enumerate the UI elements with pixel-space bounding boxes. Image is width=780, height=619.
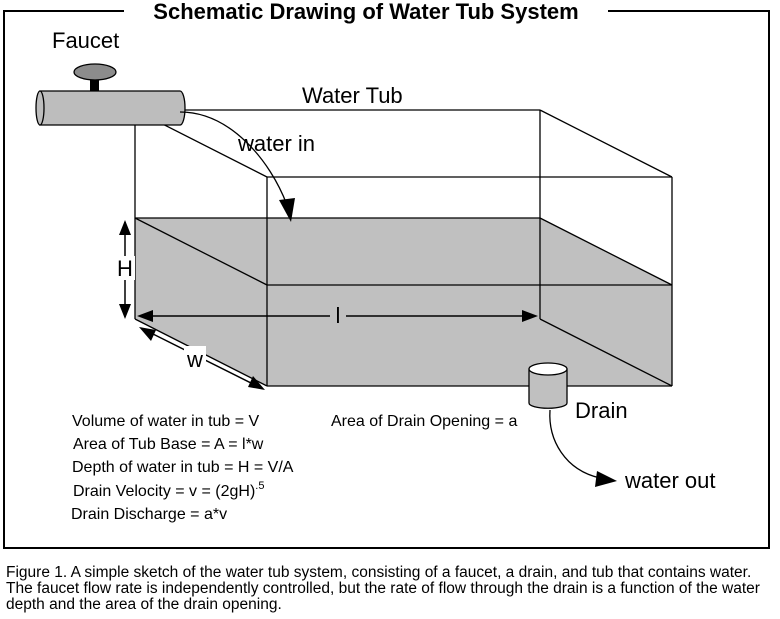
faucet-pipe-end bbox=[35, 90, 45, 126]
faucet-stem bbox=[90, 80, 99, 94]
drain-area-equation: Area of Drain Opening = a bbox=[331, 413, 517, 430]
height-label-background bbox=[115, 256, 135, 280]
water-left-face bbox=[135, 218, 267, 386]
faucet-icon bbox=[35, 63, 186, 126]
diagram-title: Schematic Drawing of Water Tub System bbox=[153, 0, 578, 24]
area-base-equation: Area of Tub Base = A = l*w bbox=[73, 436, 264, 453]
volume-equation: Volume of water in tub = V bbox=[72, 413, 260, 430]
height-arrow-up bbox=[119, 220, 131, 235]
height-arrow-down bbox=[119, 304, 131, 319]
width-arrow-end bbox=[248, 376, 265, 390]
water-out-arrowhead bbox=[595, 471, 617, 487]
water-in-label: water in bbox=[237, 131, 315, 156]
title-background bbox=[124, 0, 608, 22]
width-label-background bbox=[184, 346, 206, 370]
figure-caption: Figure 1. A simple sketch of the water t… bbox=[6, 564, 760, 613]
length-label: l bbox=[336, 303, 341, 328]
depth-equation: Depth of water in tub = H = V/A bbox=[72, 459, 294, 476]
water-in-arrowhead bbox=[279, 198, 295, 222]
length-arrow-right bbox=[522, 310, 538, 322]
faucet-knob bbox=[73, 63, 117, 81]
drain-label: Drain bbox=[575, 398, 628, 423]
drain-cylinder bbox=[528, 368, 568, 409]
drain-icon bbox=[528, 362, 568, 409]
height-label: H bbox=[117, 256, 133, 281]
length-arrow-left bbox=[137, 310, 153, 322]
water-out-label: water out bbox=[624, 468, 716, 493]
schematic-diagram: Schematic Drawing of Water Tub System Fa… bbox=[3, 0, 770, 549]
drain-discharge-equation: Drain Discharge = a*v bbox=[71, 506, 227, 523]
length-label-background bbox=[330, 303, 346, 327]
water-surface bbox=[135, 218, 672, 285]
water-front-face bbox=[267, 285, 672, 386]
drain-velocity-main: Drain Velocity = v = (2gH) bbox=[73, 483, 255, 500]
water-in-arrow bbox=[179, 111, 288, 206]
drain-opening bbox=[528, 362, 568, 376]
faucet-pipe bbox=[39, 90, 186, 126]
faucet-label: Faucet bbox=[52, 28, 119, 53]
width-arrow-start bbox=[139, 327, 156, 341]
drain-velocity-equation: Drain Velocity = v = (2gH).5 bbox=[73, 480, 264, 500]
water-tub-label: Water Tub bbox=[302, 83, 403, 108]
drain-velocity-exponent: .5 bbox=[255, 480, 264, 492]
width-label: w bbox=[186, 347, 203, 372]
water-out-arrow bbox=[549, 409, 601, 479]
tub-outline bbox=[134, 109, 673, 387]
